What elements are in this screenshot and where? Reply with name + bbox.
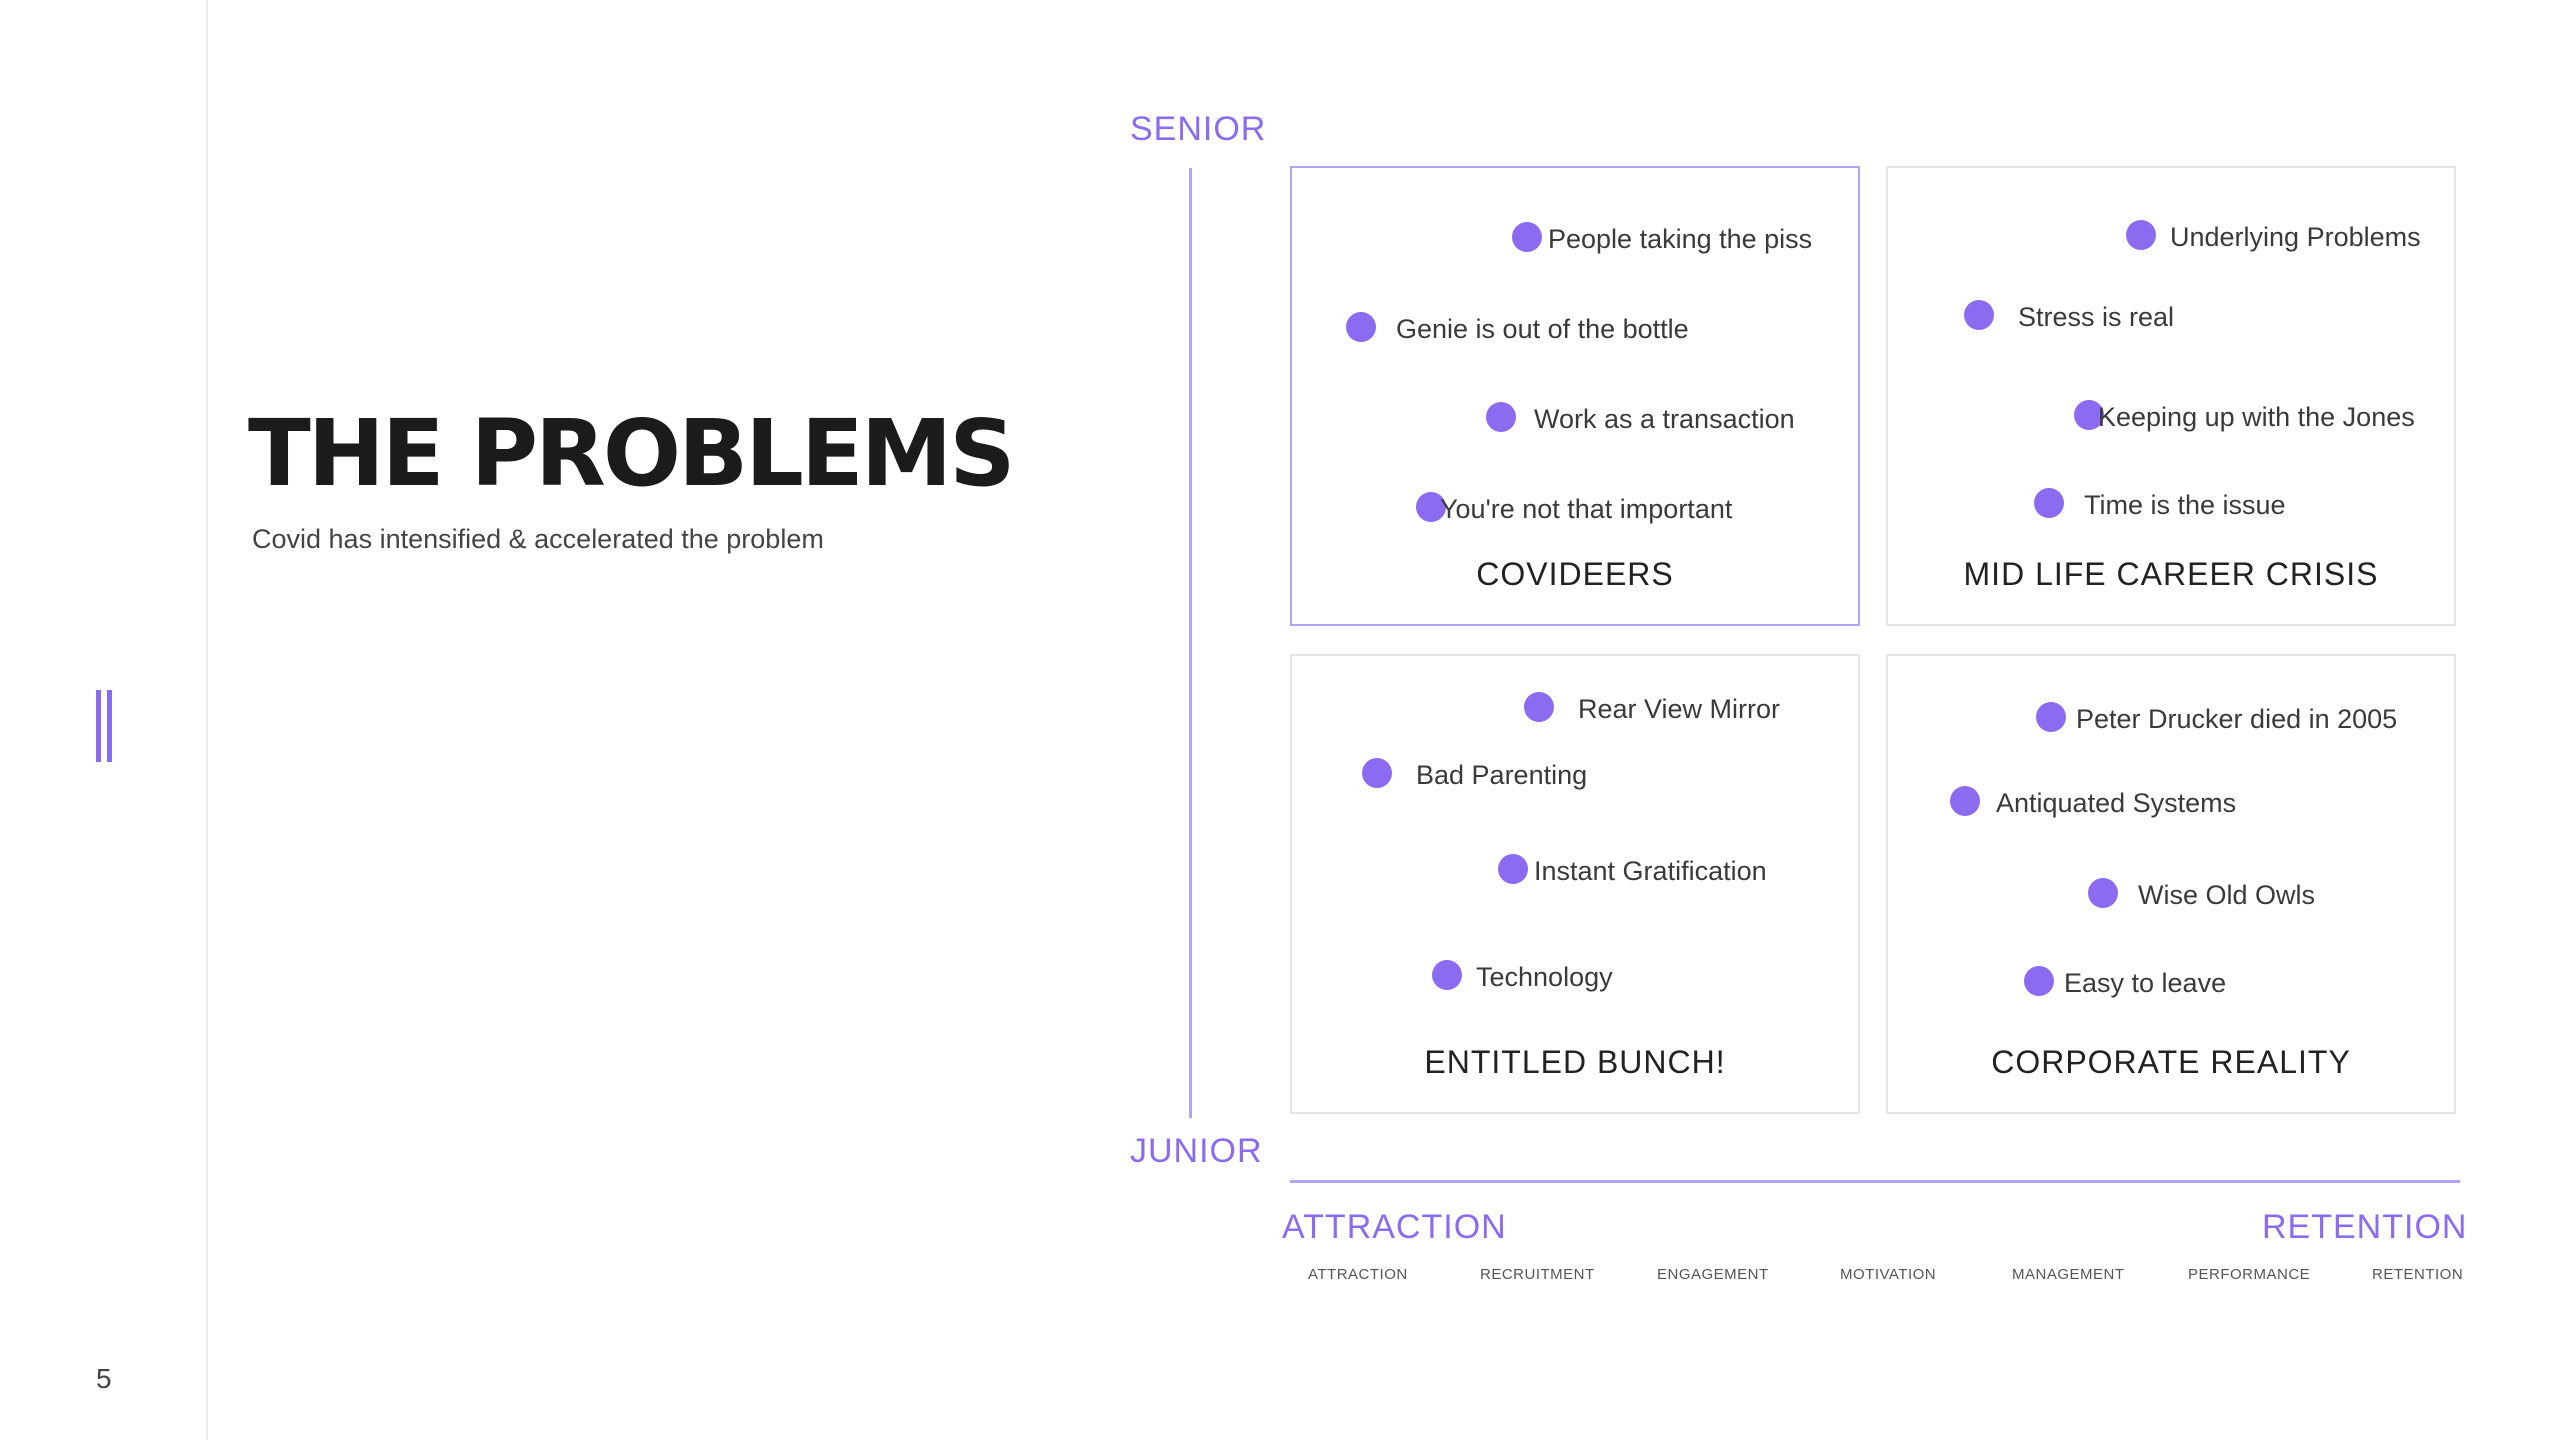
bullet-dot-icon xyxy=(1486,402,1516,432)
quadrant-corporate-reality: Peter Drucker died in 2005 Antiquated Sy… xyxy=(1886,654,2456,1114)
bullet-dot-icon xyxy=(1362,758,1392,788)
y-axis-top-label: SENIOR xyxy=(1130,110,1267,148)
bullet-dot-icon xyxy=(2034,488,2064,518)
bullet-dot-icon xyxy=(1432,960,1462,990)
x-axis-right-label: RETENTION xyxy=(2262,1208,2468,1246)
section-marker xyxy=(96,690,112,762)
bullet-dot-icon xyxy=(1498,854,1528,884)
item-label: Instant Gratification xyxy=(1534,856,1767,886)
item-label: Bad Parenting xyxy=(1416,760,1588,790)
stage-label: PERFORMANCE xyxy=(2188,1266,2311,1283)
bullet-dot-icon xyxy=(2074,400,2104,430)
item-label: Rear View Mirror xyxy=(1578,694,1781,724)
bullet-dot-icon xyxy=(2036,702,2066,732)
bullet-dot-icon xyxy=(2088,878,2118,908)
item-label: Technology xyxy=(1476,962,1613,992)
item-label: Time is the issue xyxy=(2084,490,2286,520)
item-label: Genie is out of the bottle xyxy=(1396,314,1689,344)
item-label: Peter Drucker died in 2005 xyxy=(2076,704,2398,734)
slide-subtitle: Covid has intensified & accelerated the … xyxy=(252,524,824,554)
item-label: Easy to leave xyxy=(2064,968,2227,998)
bullet-dot-icon xyxy=(1416,492,1446,522)
stage-label: MOTIVATION xyxy=(1840,1266,1937,1283)
quadrant-title: MID LIFE CAREER CRISIS xyxy=(1963,556,2379,592)
item-label: People taking the piss xyxy=(1548,224,1813,254)
quadrant-mid-life-career-crisis: Underlying Problems Stress is real Keepi… xyxy=(1886,166,2456,626)
item-label: You're not that important xyxy=(1440,494,1733,524)
bullet-dot-icon xyxy=(2024,966,2054,996)
item-label: Underlying Problems xyxy=(2170,222,2421,252)
stage-labels: ATTRACTION RECRUITMENT ENGAGEMENT MOTIVA… xyxy=(1290,1266,2464,1290)
bullet-dot-icon xyxy=(1346,312,1376,342)
item-label: Keeping up with the Jones xyxy=(2098,402,2415,432)
item-label: Stress is real xyxy=(2018,302,2175,332)
left-divider xyxy=(206,0,208,1440)
item-label: Antiquated Systems xyxy=(1996,788,2237,818)
stage-label: RETENTION xyxy=(2372,1266,2464,1283)
y-axis-bottom-label: JUNIOR xyxy=(1130,1132,1263,1170)
item-label: Wise Old Owls xyxy=(2138,880,2316,910)
quadrant-title: CORPORATE REALITY xyxy=(1991,1044,2351,1080)
quadrant-title: COVIDEERS xyxy=(1476,556,1674,592)
slide-title: THE PROBLEMS xyxy=(248,400,1016,507)
bullet-dot-icon xyxy=(2126,220,2156,250)
bullet-dot-icon xyxy=(1524,692,1554,722)
item-label: Work as a transaction xyxy=(1534,404,1795,434)
quadrant-entitled-bunch: Rear View Mirror Bad Parenting Instant G… xyxy=(1290,654,1860,1114)
x-axis-left-label: ATTRACTION xyxy=(1282,1208,1507,1246)
quadrant-covideers: People taking the piss Genie is out of t… xyxy=(1290,166,1860,626)
vertical-axis-line xyxy=(1189,168,1192,1118)
stage-label: ATTRACTION xyxy=(1308,1266,1408,1283)
bullet-dot-icon xyxy=(1964,300,1994,330)
bullet-dot-icon xyxy=(1512,222,1542,252)
stage-label: MANAGEMENT xyxy=(2012,1266,2125,1283)
bullet-dot-icon xyxy=(1950,786,1980,816)
stage-label: ENGAGEMENT xyxy=(1657,1266,1769,1283)
quadrant-title: ENTITLED BUNCH! xyxy=(1424,1044,1726,1080)
horizontal-axis-line xyxy=(1290,1180,2460,1183)
page-number: 5 xyxy=(96,1363,112,1394)
stage-label: RECRUITMENT xyxy=(1480,1266,1595,1283)
